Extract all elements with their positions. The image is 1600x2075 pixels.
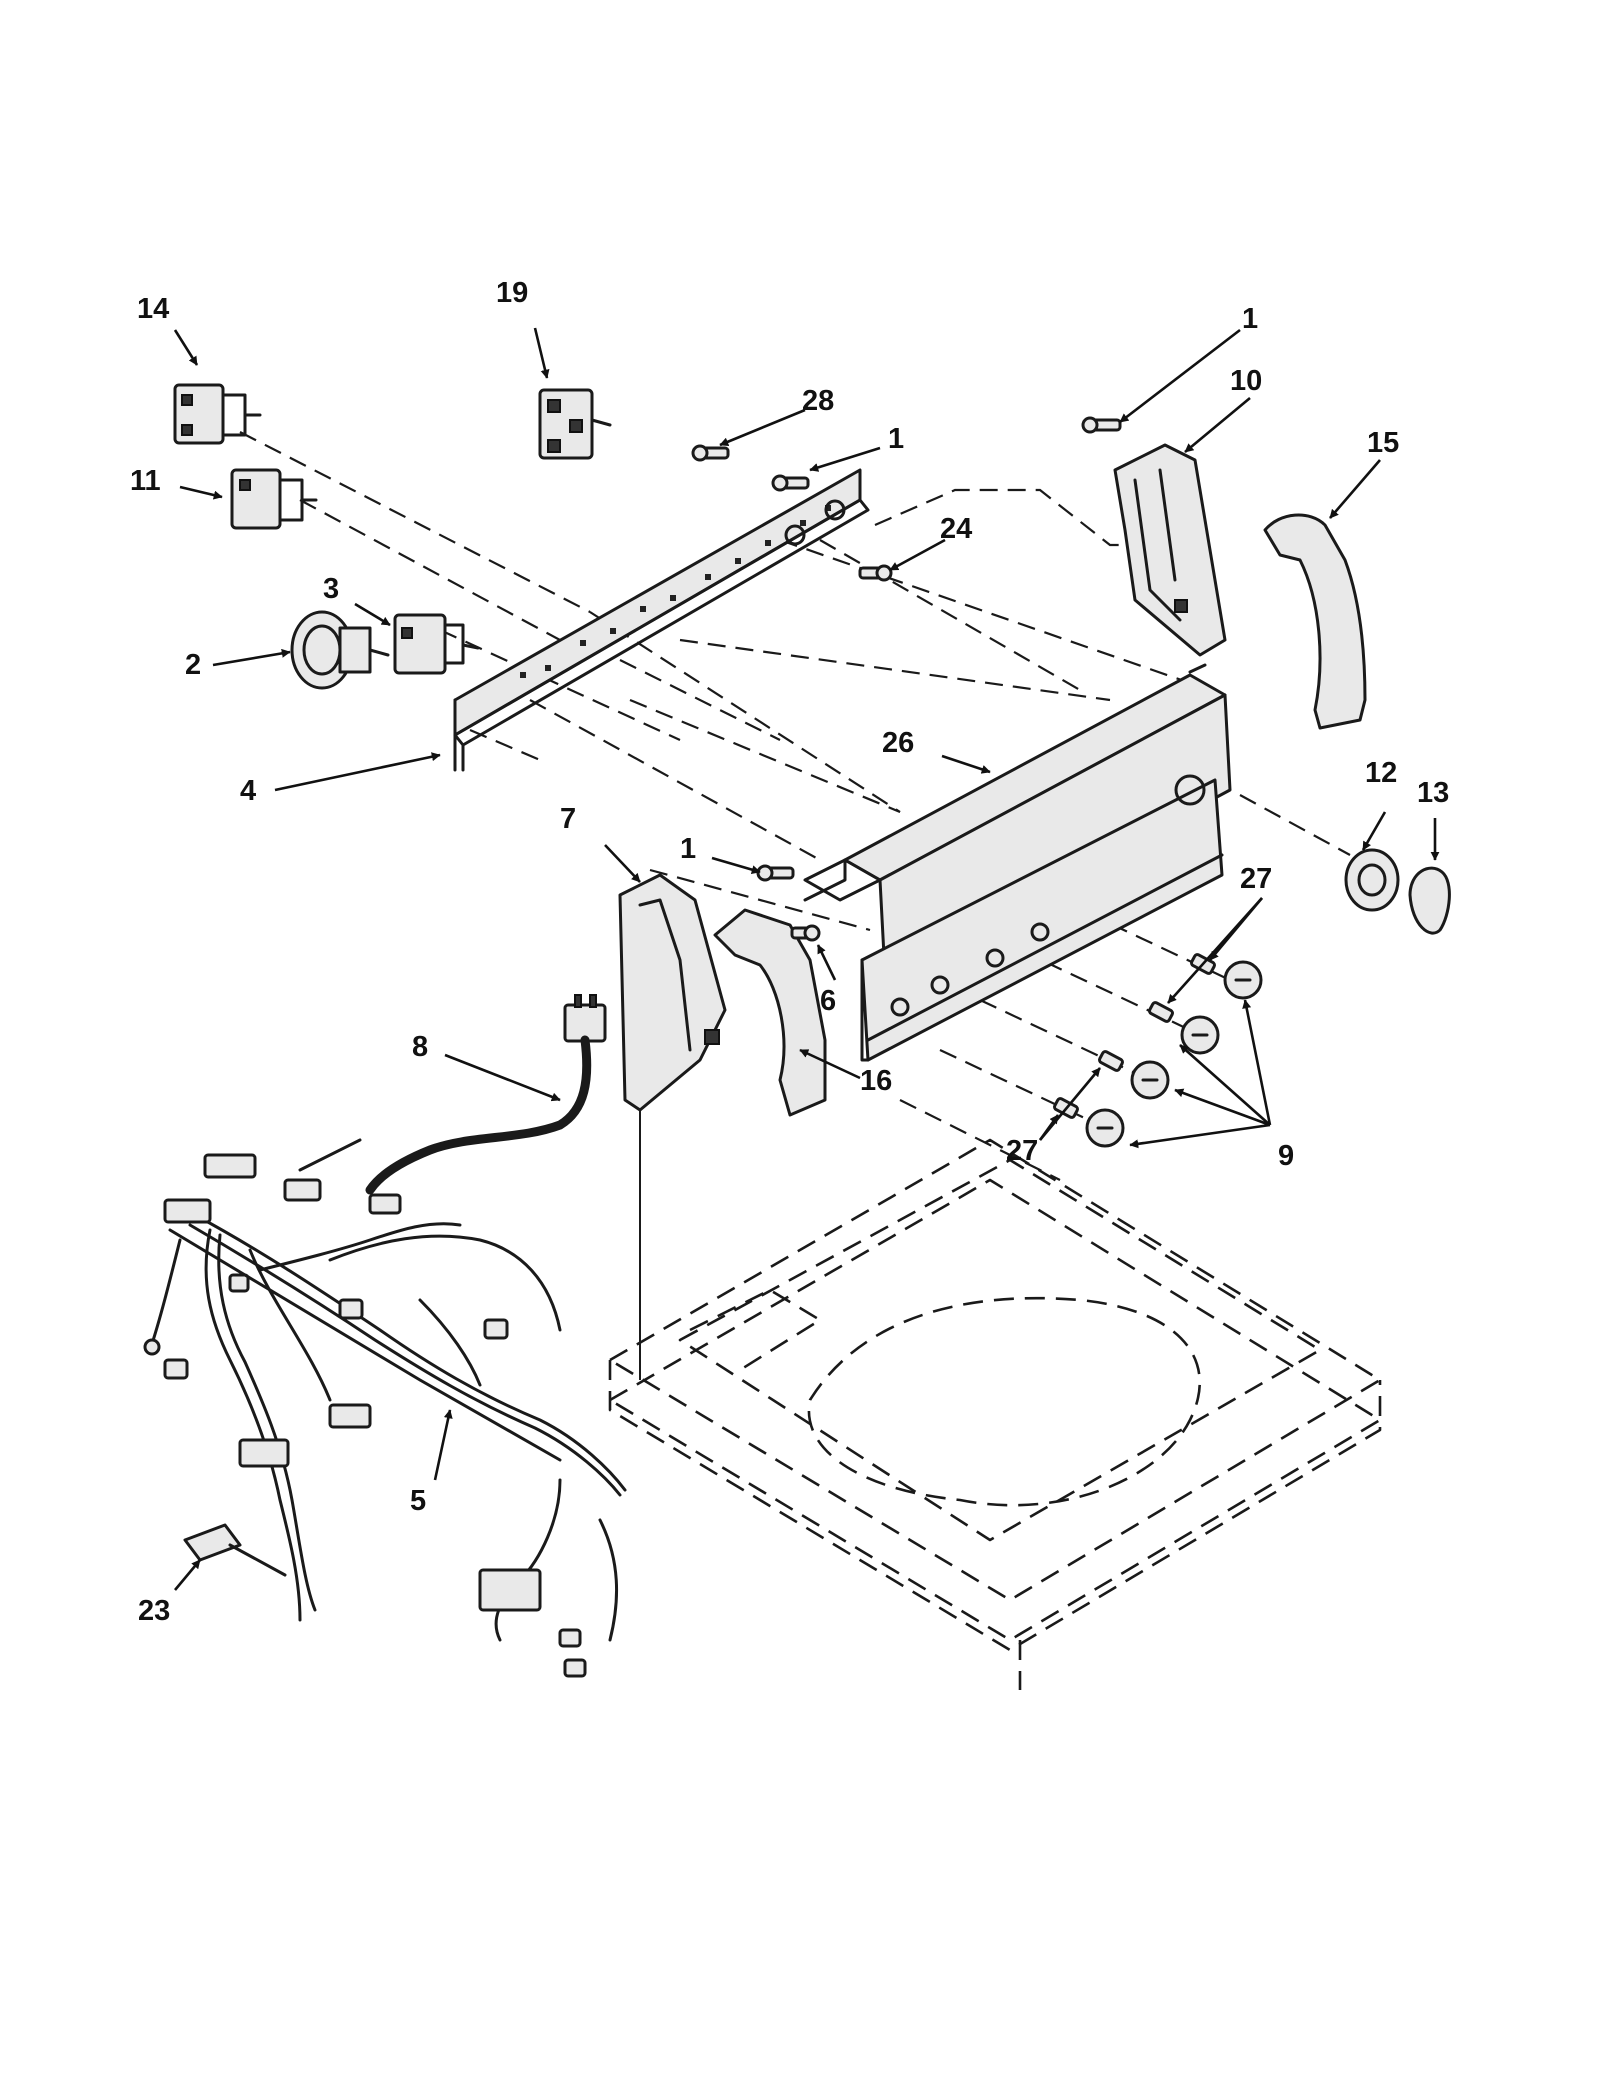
part-9-knobs bbox=[1085, 960, 1263, 1148]
callout-15: 15 bbox=[1367, 427, 1399, 459]
part-19-switch bbox=[538, 388, 612, 460]
callout-23: 23 bbox=[138, 1595, 170, 1627]
screw-28 bbox=[691, 444, 730, 462]
callout-16: 16 bbox=[860, 1065, 892, 1097]
callout-leaders bbox=[173, 327, 1440, 1591]
part-23-board bbox=[183, 1523, 287, 1577]
screws bbox=[691, 416, 1122, 942]
callout-7: 7 bbox=[560, 803, 576, 835]
screw-6 bbox=[790, 924, 821, 942]
callout-4: 4 bbox=[240, 775, 256, 807]
callout-12: 12 bbox=[1365, 757, 1397, 789]
callout-19: 19 bbox=[496, 277, 528, 309]
callout-6: 6 bbox=[820, 985, 836, 1017]
part-5-wire-harness bbox=[143, 1138, 627, 1678]
callout-10: 10 bbox=[1230, 365, 1262, 397]
callout-24: 24 bbox=[940, 513, 972, 545]
part-7-end-cap bbox=[618, 873, 727, 1112]
screw-1-top bbox=[1081, 416, 1122, 434]
part-26-console bbox=[803, 663, 1232, 1062]
knob bbox=[1180, 1015, 1220, 1055]
knob bbox=[1223, 960, 1263, 1000]
part-12-knob-skirt bbox=[1344, 848, 1400, 912]
screw-1-bracket bbox=[771, 474, 810, 492]
part-3-switch bbox=[393, 613, 480, 675]
callout-13: 13 bbox=[1417, 777, 1449, 809]
callout-27-lower: 27 bbox=[1006, 1135, 1038, 1167]
part-16-end-cap-trim bbox=[713, 908, 827, 1117]
part-14-switch bbox=[173, 383, 262, 445]
callout-28: 28 bbox=[802, 385, 834, 417]
part-15-end-cap-trim bbox=[1263, 513, 1367, 730]
callout-labels: 14 19 1 10 28 1 15 11 24 3 2 26 4 12 13 … bbox=[130, 277, 1449, 1627]
callout-3: 3 bbox=[323, 573, 339, 605]
callout-8: 8 bbox=[412, 1031, 428, 1063]
callout-5: 5 bbox=[410, 1485, 426, 1517]
screw-1-left bbox=[756, 864, 795, 882]
callout-1-top: 1 bbox=[1242, 303, 1258, 335]
part-13-knob bbox=[1408, 866, 1451, 935]
phantom-washer-top bbox=[608, 1138, 1382, 1690]
part-11-switch bbox=[230, 468, 318, 530]
knob bbox=[1085, 1108, 1125, 1148]
screw-24 bbox=[858, 564, 893, 582]
callout-9: 9 bbox=[1278, 1140, 1294, 1172]
callout-26: 26 bbox=[882, 727, 914, 759]
callout-14: 14 bbox=[137, 293, 169, 325]
knob bbox=[1130, 1060, 1170, 1100]
part-2-rotary-switch bbox=[290, 610, 390, 690]
callout-1-bracket: 1 bbox=[888, 423, 904, 455]
callout-27-upper: 27 bbox=[1240, 863, 1272, 895]
callout-2: 2 bbox=[185, 649, 201, 681]
callout-11: 11 bbox=[130, 465, 161, 497]
callout-1-left: 1 bbox=[680, 833, 696, 865]
part-10-end-cap bbox=[1113, 443, 1227, 657]
part-8-power-cord bbox=[365, 994, 607, 1195]
part-4-control-bracket bbox=[453, 468, 870, 772]
